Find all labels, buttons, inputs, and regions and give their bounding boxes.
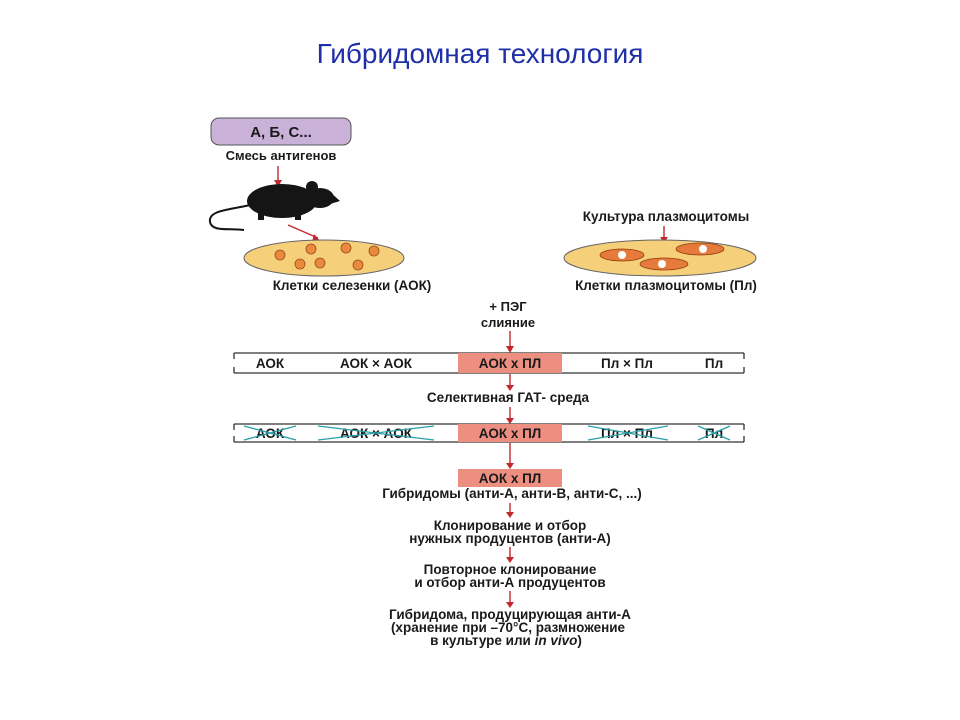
hybridomas-label: Гибридомы (анти-А, анти-В, анти-С, ...): [382, 486, 642, 501]
final-line-3-text: в культуре или: [430, 633, 531, 648]
row1-pl-pl: Пл × Пл: [601, 356, 653, 371]
selective-medium-label: Селективная ГАТ- среда: [427, 390, 590, 405]
strike-through-marks: [243, 425, 731, 441]
final-line-3: в культуре или in vivo): [430, 633, 582, 648]
hybrid-box-label: АОК х ПЛ: [479, 471, 542, 486]
mouse-icon: [208, 181, 340, 231]
final-line-1: Гибридома, продуцирующая анти-А: [389, 607, 631, 622]
plasmacytoma-culture-label: Культура плазмоцитомы: [583, 209, 750, 224]
spleen-cells-label: Клетки селезенки (АОК): [273, 278, 432, 293]
plasmacytoma-cells-label: Клетки плазмоцитомы (Пл): [575, 278, 757, 293]
row1-aok-pl: АОК х ПЛ: [479, 356, 542, 371]
row2-highlight: [458, 424, 562, 442]
row1-pl: Пл: [705, 356, 723, 371]
spleen-cells-icon: [274, 242, 380, 271]
cloning-line-2: нужных продуцентов (анти-А): [409, 531, 611, 546]
peg-label: + ПЭГ: [489, 299, 527, 314]
recloning-line-1: Повторное клонирование: [424, 562, 597, 577]
antigen-mix-label: Смесь антигенов: [226, 148, 337, 163]
page-title: Гибридомная технология: [316, 38, 644, 69]
row1-highlight: [458, 353, 562, 373]
row2-aok-pl: АОК х ПЛ: [479, 426, 542, 441]
cloning-line-1: Клонирование и отбор: [434, 518, 587, 533]
fusion-label: слияние: [481, 315, 535, 330]
final-line-3-end: ): [577, 633, 582, 648]
final-line-2: (хранение при –70°С, размножение: [391, 620, 626, 635]
final-line-3-italic: in vivo: [535, 633, 578, 648]
row1-aok: АОК: [256, 356, 285, 371]
spleen-dish: [243, 239, 405, 277]
recloning-line-2: и отбор анти-А продуцентов: [414, 575, 605, 590]
row1-aok-aok: АОК × АОК: [340, 356, 413, 371]
plasmacytoma-cells-icon: [599, 242, 725, 271]
antigen-box-label: А, Б, С...: [250, 124, 312, 141]
antigen-box: [210, 117, 352, 146]
hybrid-box: [458, 469, 562, 487]
